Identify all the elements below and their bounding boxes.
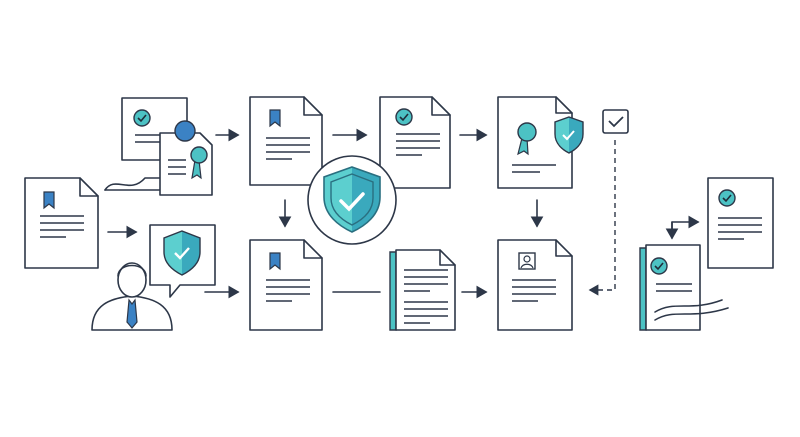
shield-speech-bubble xyxy=(149,224,216,298)
document-bookmark-top xyxy=(249,96,323,186)
shield-check-icon xyxy=(174,247,190,260)
award-ribbon-icon xyxy=(190,146,208,180)
check-badge-icon xyxy=(718,189,736,207)
certificate-cluster xyxy=(104,97,213,196)
check-badge-icon xyxy=(650,257,668,275)
document-id xyxy=(497,239,573,331)
blue-seal-icon xyxy=(174,120,196,142)
right-documents xyxy=(639,177,774,331)
document-left xyxy=(24,177,99,269)
document-bookmark-bottom xyxy=(249,239,323,331)
shield-check-icon xyxy=(339,192,365,212)
document-certificate xyxy=(497,96,584,189)
check-badge-icon xyxy=(395,108,413,126)
document-stack xyxy=(389,249,456,331)
central-shield xyxy=(307,155,397,245)
dashed-arrow xyxy=(588,140,616,296)
shield-check-icon xyxy=(554,116,584,154)
photo-id-icon xyxy=(518,252,536,270)
document-verified xyxy=(379,96,451,189)
award-ribbon-icon xyxy=(517,122,537,156)
check-badge-icon xyxy=(133,109,151,127)
user-icon xyxy=(91,262,173,331)
checkbox-icon xyxy=(602,109,629,134)
